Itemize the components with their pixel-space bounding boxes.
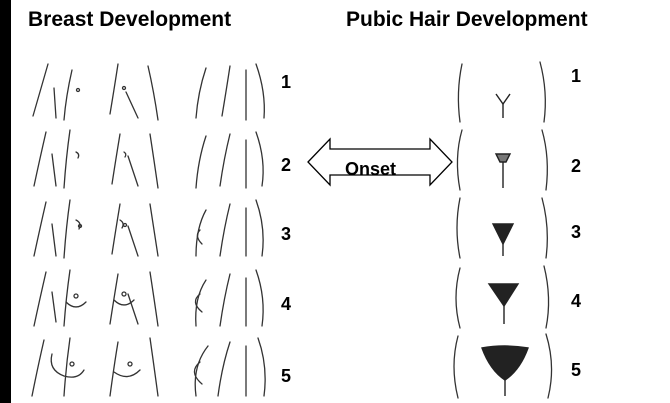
pubic-stage-label: 2 <box>571 156 581 177</box>
breast-stage-5-figures <box>32 338 265 396</box>
breast-stage-3-figures <box>34 200 263 258</box>
breast-stage-label: 2 <box>281 155 291 176</box>
onset-label: Onset <box>345 159 396 180</box>
pubic-stage-label: 4 <box>571 291 581 312</box>
pubic-stage-label: 5 <box>571 360 581 381</box>
pubic-stage-label: 1 <box>571 66 581 87</box>
pubic-stage-5-pattern <box>482 346 528 396</box>
breast-stage-label: 1 <box>281 72 291 93</box>
pubic-stage-1-pattern <box>496 94 510 118</box>
pubic-stage-label: 3 <box>571 222 581 243</box>
breast-stage-label: 3 <box>281 224 291 245</box>
pubic-stage-4-pattern <box>489 284 518 324</box>
breast-stage-1-figures <box>33 64 264 120</box>
breast-stage-2-figures <box>34 130 263 188</box>
pubic-stage-3-pattern <box>493 224 513 256</box>
breast-stage-label: 5 <box>281 366 291 387</box>
pubic-stage-2-pattern <box>496 154 510 188</box>
breast-stage-label: 4 <box>281 294 291 315</box>
breast-stage-4-figures <box>34 270 263 326</box>
